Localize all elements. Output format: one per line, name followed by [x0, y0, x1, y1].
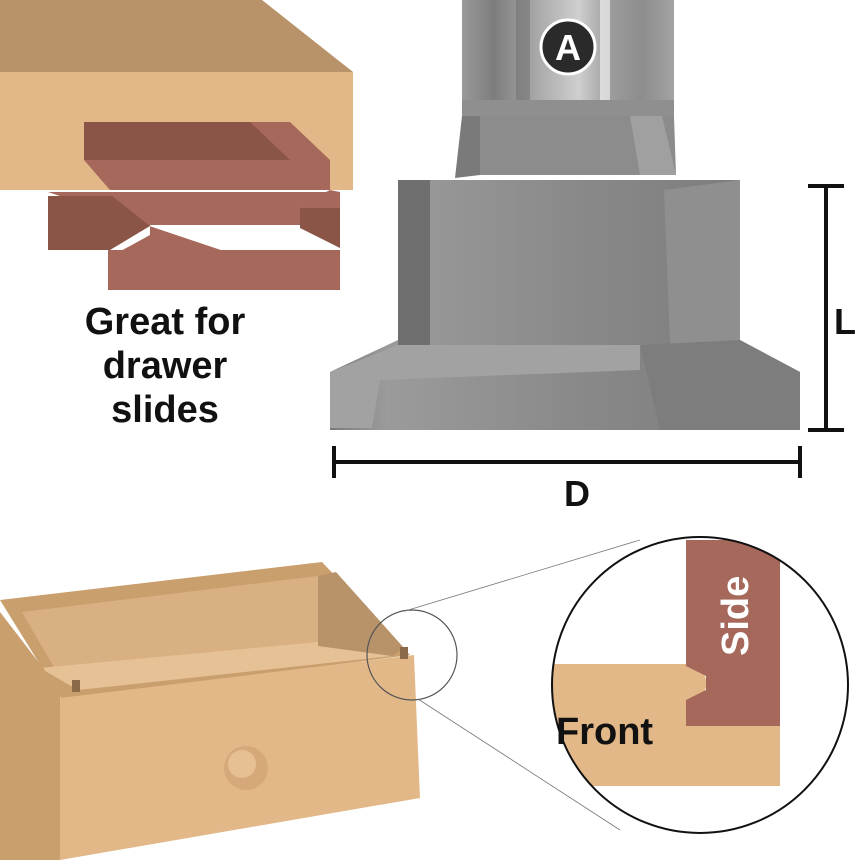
shank-marker-badge	[539, 18, 597, 76]
cutter-right-flute	[664, 180, 740, 345]
drawer-interior-floor	[40, 642, 392, 690]
sliding-piece-base	[108, 250, 340, 290]
magnify-connector-top	[404, 539, 641, 612]
dovetail-joint-illustration	[0, 0, 353, 290]
caption-line-2: drawer	[102, 345, 228, 387]
bit-collar	[462, 100, 674, 116]
caption: Great for drawer slides	[40, 300, 290, 432]
cutter-left-flute	[398, 180, 430, 345]
drawer-illustration	[0, 562, 420, 860]
front-board	[552, 664, 780, 786]
drawer-left-side	[0, 612, 60, 860]
router-bit: A	[330, 0, 800, 430]
magnify-connector-bottom	[417, 698, 621, 831]
diameter-dimension: D	[332, 446, 802, 514]
sliding-piece-neck	[108, 192, 330, 225]
shank-shadow	[516, 0, 530, 104]
bit-neck	[462, 116, 676, 175]
shank-marker-label: A	[555, 27, 581, 68]
drawer-knob-highlight	[228, 750, 256, 778]
bit-neck-highlight	[630, 116, 676, 175]
front-label: Front	[556, 711, 653, 753]
side-label: Side	[715, 576, 757, 656]
magnify-source-circle	[366, 609, 458, 701]
sliding-piece-left-shade	[48, 196, 150, 250]
magnified-circle-outline	[551, 536, 849, 834]
drawer-notch-left	[72, 680, 80, 692]
sliding-piece-slot-shade	[84, 122, 290, 160]
caption-line-1: Great for	[84, 301, 246, 343]
cutter-right-wing	[640, 340, 800, 430]
bit-neck-shadow	[455, 116, 480, 178]
length-dimension: L	[808, 184, 856, 432]
length-label: L	[834, 301, 856, 342]
cutter-bottom-edge	[330, 345, 640, 428]
sliding-piece-right-shade	[300, 208, 340, 248]
side-board	[686, 540, 780, 726]
shank-highlight	[600, 0, 610, 104]
diameter-label: D	[564, 473, 590, 514]
caption-line-3: slides	[111, 389, 219, 431]
drawer-interior-side	[318, 572, 404, 656]
upper-board-top-face	[0, 0, 353, 72]
drawer-notch-right	[400, 647, 408, 659]
magnified-joint: Side Front	[551, 536, 849, 834]
